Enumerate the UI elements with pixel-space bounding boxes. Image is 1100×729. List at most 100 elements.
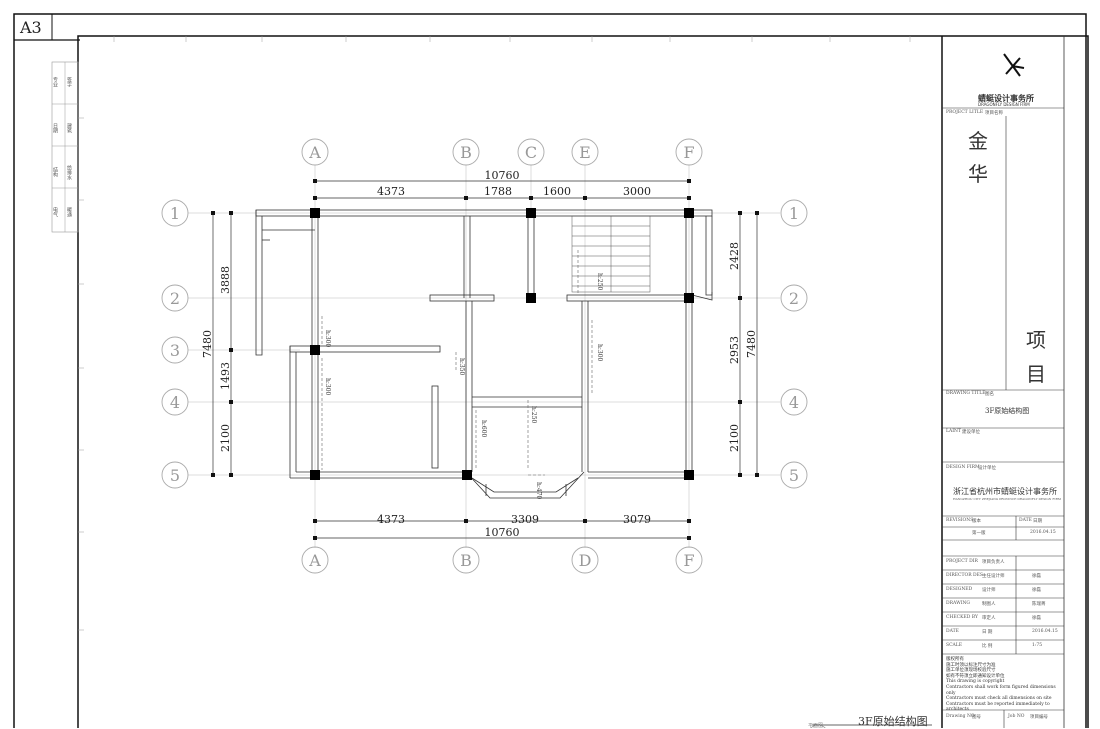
drawing-title-label-cn: 图名 bbox=[985, 392, 994, 397]
field-value: 1:75 bbox=[1032, 643, 1043, 648]
firm-name-en: DRAGONFLY DESIGN FIRM bbox=[978, 102, 1030, 107]
grid-axis-label: 5 bbox=[789, 466, 799, 485]
grid-axis-bubble bbox=[517, 138, 545, 166]
dimension-label: 1600 bbox=[543, 185, 571, 198]
beam-height-label: h:300 bbox=[324, 378, 331, 396]
grid-axis-bubble bbox=[452, 546, 480, 574]
side-label: 日期 bbox=[52, 123, 58, 133]
side-label: 签字 bbox=[66, 77, 72, 87]
dimension-label: 3309 bbox=[511, 513, 539, 526]
dimension-label: 3888 bbox=[219, 266, 232, 294]
field-label-cn: 项目负责人 bbox=[982, 560, 1005, 565]
drawing-title-label: DRAWING TITLE bbox=[946, 391, 986, 396]
grid-axis-bubble bbox=[571, 138, 599, 166]
grid-axis-label: 2 bbox=[170, 289, 180, 308]
grid-axis-bubble bbox=[675, 138, 703, 166]
note-line: 如有不符须立即通知设计单位 bbox=[946, 673, 1005, 679]
grid-axis-bubble bbox=[675, 546, 703, 574]
dimension-label: 2428 bbox=[728, 242, 741, 270]
project-title-label-cn: 项目名称 bbox=[985, 111, 1003, 116]
dimension-label: 7480 bbox=[745, 330, 758, 358]
field-label-en: CHECKED BY bbox=[946, 615, 978, 620]
note-line: 施工时须以标注尺寸为准 bbox=[946, 662, 996, 668]
design-firm-name-en: HANGZHOU CITY ZHEJIANG PROVINCE DRAGONFL… bbox=[953, 497, 1061, 501]
grid-axis-label: 2 bbox=[789, 289, 799, 308]
project-name-char: 金 bbox=[968, 129, 990, 153]
dimension-label: 1493 bbox=[219, 362, 232, 390]
note-line: Contractors shall work form figured dime… bbox=[946, 684, 1056, 696]
design-firm-label: DESIGN FIRM bbox=[946, 465, 980, 470]
drawing-no-label-cn: 图号 bbox=[972, 715, 981, 720]
date-label-cn: 日期 bbox=[1033, 519, 1042, 524]
revision-date: 2016.04.15 bbox=[1030, 530, 1056, 535]
field-label-cn: 设计师 bbox=[982, 588, 996, 593]
side-label: 暖通 bbox=[66, 207, 72, 217]
project-title-label: PROJECT LITLE bbox=[946, 110, 984, 115]
grid-axis-bubble bbox=[780, 284, 808, 312]
job-no-label-cn: 项目编号 bbox=[1030, 715, 1048, 720]
grid-axis-bubble bbox=[452, 138, 480, 166]
grid-axis-label: B bbox=[460, 143, 472, 162]
drawing-no-label: Drawing NO bbox=[946, 714, 975, 719]
dragonfly-logo-icon bbox=[987, 44, 1028, 87]
dimension-label: 1788 bbox=[484, 185, 512, 198]
note-line: Contractors must be reported immediately… bbox=[946, 701, 1050, 713]
dimension-label: 3000 bbox=[623, 185, 651, 198]
title-block-field-row: DESIGNED 设计师 徐磊 bbox=[944, 587, 1064, 599]
date-label: DATE bbox=[1019, 518, 1032, 523]
field-value: 徐磊 bbox=[1032, 574, 1041, 579]
grid-axis-label: F bbox=[683, 143, 694, 162]
grid-axis-bubble bbox=[780, 199, 808, 227]
revisions-label-cn: 版本 bbox=[972, 519, 981, 524]
client-label: LAINT bbox=[946, 429, 961, 434]
field-label-cn: 制图人 bbox=[982, 602, 996, 607]
beam-height-label: h:300 bbox=[596, 344, 603, 362]
grid-axis-label: 4 bbox=[789, 393, 799, 412]
dimension-label: 7480 bbox=[201, 330, 214, 358]
field-label-cn: 比 例 bbox=[982, 644, 993, 649]
bottom-drawing-title: 3F原始结构图 bbox=[858, 715, 928, 728]
grid-axis-label: 1 bbox=[170, 204, 180, 223]
field-label-cn: 主任设计师 bbox=[982, 574, 1005, 579]
grid-axis-label: A bbox=[308, 551, 321, 570]
title-block-field-row: PROJECT DIR 项目负责人 bbox=[944, 559, 1064, 571]
beam-height-label: h:250 bbox=[596, 273, 603, 291]
grid-axis-bubble bbox=[780, 388, 808, 416]
note-line: This drawing is copyright bbox=[946, 679, 1005, 685]
grid-axis-label: 5 bbox=[170, 466, 180, 485]
note-line: 版权所有 bbox=[946, 657, 964, 662]
design-firm-name-cn: 浙江省杭州市蜻蜓设计事务所 bbox=[953, 487, 1057, 496]
dimension-label: 2953 bbox=[728, 336, 741, 364]
grid-axis-label: E bbox=[579, 143, 591, 162]
title-block-field-row: DRAWING 制图人 陈瑞菁 bbox=[944, 601, 1064, 613]
grid-axis-bubble bbox=[161, 199, 189, 227]
revision-value: 第一版 bbox=[972, 531, 986, 536]
grid-axis-label: A bbox=[308, 143, 321, 162]
field-value: 陈瑞菁 bbox=[1032, 602, 1046, 607]
grid-axis-label: 3 bbox=[170, 341, 180, 360]
field-value: 2016.04.15 bbox=[1032, 629, 1058, 634]
grid-axis-bubble bbox=[301, 138, 329, 166]
dimension-label: 4373 bbox=[377, 513, 405, 526]
copyright-notes: 版权所有 施工时须以标注尺寸为准 施工单位须现场校验尺寸 如有不符须立即通知设计… bbox=[946, 657, 1062, 713]
side-label: 电气 bbox=[52, 207, 58, 217]
field-label-cn: 审定人 bbox=[982, 616, 996, 621]
field-label-en: DRAWING bbox=[946, 601, 970, 606]
client-label-cn: 建设单位 bbox=[962, 430, 980, 435]
drawing-title: 3F原始结构图 bbox=[985, 407, 1030, 415]
field-label-en: PROJECT DIR bbox=[946, 559, 978, 564]
field-label-en: DESIGNED bbox=[946, 587, 973, 592]
grid-axis-label: 1 bbox=[789, 204, 799, 223]
dimension-label: 3079 bbox=[623, 513, 651, 526]
project-suffix-char: 目 bbox=[1026, 362, 1046, 386]
field-label-cn: 日 期 bbox=[982, 630, 993, 635]
grid-axis-bubble bbox=[780, 461, 808, 489]
beam-height-label: h:300 bbox=[324, 330, 331, 348]
field-value: 徐磊 bbox=[1032, 588, 1041, 593]
side-label: 结构 bbox=[52, 167, 58, 177]
